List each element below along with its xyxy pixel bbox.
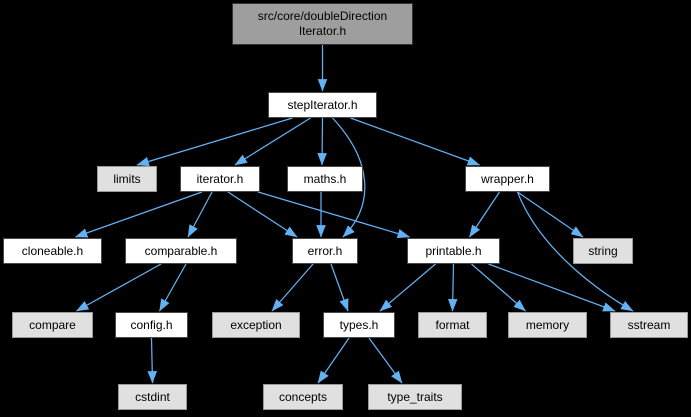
edge-iterator-to-comparable (187, 191, 213, 238)
node-string[interactable]: string (573, 238, 633, 264)
node-iterator[interactable]: iterator.h (180, 166, 260, 192)
node-compare[interactable]: compare (12, 312, 93, 338)
node-type-traits[interactable]: type_traits (368, 384, 462, 410)
node-wrapper[interactable]: wrapper.h (465, 166, 550, 192)
node-label: limits (113, 171, 141, 186)
edge-step-iterator-to-maths (317, 117, 327, 166)
node-format[interactable]: format (418, 312, 487, 338)
node-types[interactable]: types.h (323, 312, 395, 338)
edge-error-to-types (330, 263, 349, 312)
node-label: config.h (130, 317, 173, 332)
node-cstdint[interactable]: cstdint (118, 384, 187, 410)
edge-comparable-to-config (158, 263, 187, 312)
edge-step-iterator-to-iterator (234, 117, 311, 166)
edge-step-iterator-to-error (332, 117, 366, 238)
node-label: error.h (307, 243, 343, 258)
edge-printable-to-memory (471, 263, 526, 312)
node-label: types.h (339, 317, 379, 332)
node-printable[interactable]: printable.h (407, 238, 500, 264)
node-config[interactable]: config.h (115, 312, 188, 338)
node-limits[interactable]: limits (97, 166, 157, 192)
node-exception[interactable]: exception (212, 312, 300, 338)
node-label: comparable.h (144, 243, 218, 258)
node-label: printable.h (425, 243, 482, 258)
node-maths[interactable]: maths.h (287, 166, 363, 192)
node-label: memory (525, 317, 570, 332)
node-label: cloneable.h (21, 243, 84, 258)
edge-types-to-concepts (317, 337, 350, 384)
node-label: string (588, 243, 618, 258)
edge-wrapper-to-sstream (516, 191, 634, 312)
node-label: Iterator.h (298, 24, 347, 38)
edge-iterator-to-cloneable (74, 191, 203, 238)
node-label: concepts (278, 389, 328, 404)
edge-comparable-to-compare (76, 263, 162, 312)
edge-iterator-to-printable (257, 191, 411, 239)
node-label: wrapper.h (481, 171, 534, 186)
edge-config-to-cstdint (147, 337, 158, 384)
node-sstream[interactable]: sstream (610, 312, 688, 338)
edge-wrapper-to-printable (468, 191, 501, 238)
node-concepts[interactable]: concepts (263, 384, 343, 410)
node-error[interactable]: error.h (292, 238, 358, 264)
edge-iterator-to-error (227, 191, 298, 238)
edge-step-iterator-to-wrapper (350, 117, 481, 166)
edge-printable-to-format (447, 263, 458, 312)
edge-error-to-exception (271, 263, 314, 312)
edge-wrapper-to-string (517, 191, 584, 238)
node-label: sstream (627, 317, 671, 332)
node-label: stepIterator.h (287, 97, 358, 112)
edge-types-to-type-traits (368, 337, 403, 384)
edge-printable-to-types (379, 263, 436, 312)
node-cloneable[interactable]: cloneable.h (3, 238, 102, 264)
node-comparable[interactable]: comparable.h (125, 238, 237, 264)
node-label: src/core/doubleDirection (257, 9, 388, 23)
node-label: format (435, 317, 470, 332)
node-step-iterator[interactable]: stepIterator.h (268, 92, 377, 118)
node-label: cstdint (135, 389, 170, 404)
node-label: type_traits (387, 389, 443, 404)
node-label: iterator.h (196, 171, 244, 186)
node-label: maths.h (303, 171, 347, 186)
node-memory[interactable]: memory (508, 312, 587, 338)
edge-printable-to-sstream (488, 263, 616, 312)
edge-step-iterator-to-limits (136, 117, 293, 167)
node-label: compare (29, 317, 76, 332)
node-label: exception (230, 317, 282, 332)
